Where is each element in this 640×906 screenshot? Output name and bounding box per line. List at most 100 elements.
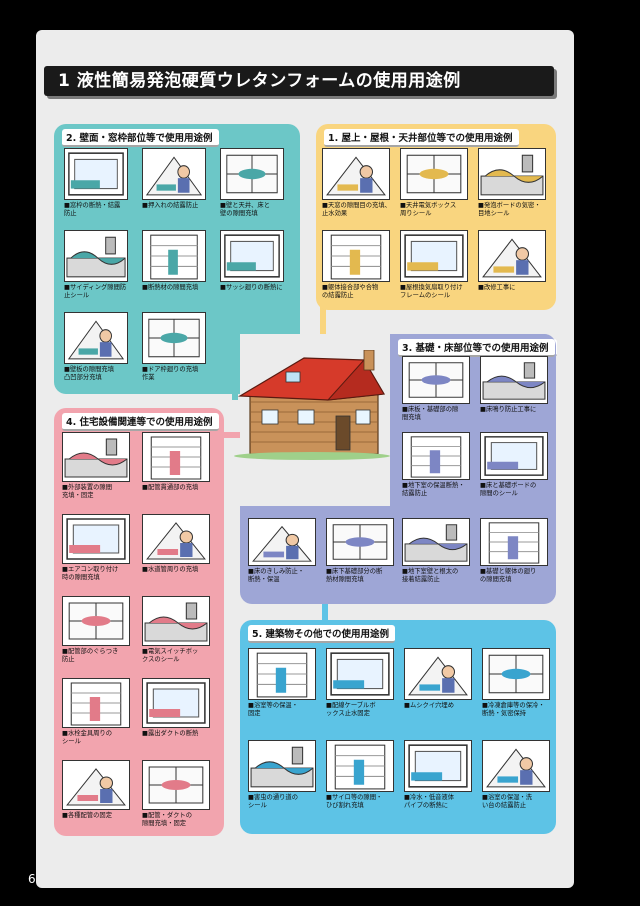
usage-example-roof-4: ■躯体接合部や合物 の結露防止 [322, 230, 390, 302]
usage-caption: ■エアコン取り付け 時の隙間充填 [62, 566, 119, 582]
usage-caption: ■害虫の通り道の シール [248, 794, 299, 810]
usage-illustration [400, 148, 468, 200]
usage-example-other-3: ■ムシクイ穴埋め [404, 648, 472, 720]
usage-example-other-4: ■冷凍倉庫等の保冷・ 断熱・気密保持 [482, 648, 550, 720]
usage-illustration [480, 432, 548, 480]
section-title: 5. 建築物その他での使用用途例 [248, 625, 396, 643]
usage-example-equipment-2: ■配管貫通部の充填 [142, 432, 210, 502]
usage-illustration [248, 518, 316, 566]
usage-caption: ■屋根換気扇取り付け フレームのシール [400, 284, 463, 300]
usage-caption: ■窓枠の断熱・結露 防止 [64, 202, 121, 218]
usage-caption: ■壁と天井、床と 壁の隙間充填 [220, 202, 271, 218]
usage-illustration [482, 648, 550, 700]
usage-illustration [326, 648, 394, 700]
usage-illustration [402, 356, 470, 404]
usage-caption: ■躯体接合部や合物 の結露防止 [322, 284, 379, 300]
usage-example-equipment-3: ■エアコン取り付け 時の隙間充填 [62, 514, 130, 584]
usage-caption: ■浴室等の保温・ 固定 [248, 702, 299, 718]
usage-illustration [142, 678, 210, 728]
usage-illustration [400, 230, 468, 282]
usage-illustration [326, 518, 394, 566]
usage-example-floor-1: ■床板・基礎部の隙 間充填 [402, 356, 470, 424]
usage-example-other-6: ■サイロ等の隙間・ ひび割れ充填 [326, 740, 394, 812]
usage-illustration [402, 432, 470, 480]
usage-caption: ■配管部のぐらつき 防止 [62, 648, 119, 664]
usage-illustration [62, 514, 130, 564]
usage-example-equipment-8: ■露出ダクトの断熱 [142, 678, 210, 748]
usage-example-equipment-6: ■電気スイッチボッ クスのシール [142, 596, 210, 666]
usage-illustration [322, 230, 390, 282]
usage-caption: ■地下室壁と根太の 接着結露防止 [402, 568, 459, 584]
usage-illustration [248, 740, 316, 792]
usage-example-floor-8: ■基礎と躯体の廻り の隙間充填 [480, 518, 548, 586]
usage-example-other-5: ■害虫の通り道の シール [248, 740, 316, 812]
usage-illustration [64, 148, 128, 200]
usage-illustration [64, 230, 128, 282]
usage-example-wall-4: ■サイディング隙間防 止シール [64, 230, 128, 302]
usage-caption: ■配線ケーブルボ ックス止水固定 [326, 702, 376, 718]
usage-example-other-2: ■配線ケーブルボ ックス止水固定 [326, 648, 394, 720]
usage-illustration [220, 230, 284, 282]
usage-caption: ■サッシ廻りの断熱に [220, 284, 283, 291]
usage-example-roof-5: ■屋根換気扇取り付け フレームのシール [400, 230, 468, 302]
usage-caption: ■壁板の隙間充填 凸凹部分充填 [64, 366, 115, 382]
page-number: 6 [28, 872, 36, 886]
usage-example-roof-3: ■発泡ボードの気密・ 目地シール [478, 148, 546, 220]
usage-illustration [142, 230, 206, 282]
usage-example-equipment-5: ■配管部のぐらつき 防止 [62, 596, 130, 666]
usage-illustration [404, 740, 472, 792]
usage-caption: ■床板・基礎部の隙 間充填 [402, 406, 459, 422]
usage-caption: ■冷凍倉庫等の保冷・ 断熱・気密保持 [482, 702, 545, 718]
usage-illustration [326, 740, 394, 792]
usage-caption: ■床と基礎ボードの 隙間のシール [480, 482, 537, 498]
usage-caption: ■押入れの結露防止 [142, 202, 199, 209]
usage-caption: ■天窓の隙間目の充填、 止水効果 [322, 202, 391, 218]
usage-caption: ■発泡ボードの気密・ 目地シール [478, 202, 541, 218]
usage-example-equipment-7: ■水栓金具周りの シール [62, 678, 130, 748]
usage-example-equipment-1: ■外部装置の隙間 充填・固定 [62, 432, 130, 502]
usage-illustration [142, 312, 206, 364]
usage-caption: ■床鳴り防止工事に [480, 406, 537, 413]
usage-illustration [248, 648, 316, 700]
usage-caption: ■浴室の保湿・洗 い台の結露防止 [482, 794, 533, 810]
usage-example-floor-2: ■床鳴り防止工事に [480, 356, 548, 424]
usage-illustration [62, 760, 130, 810]
usage-caption: ■天井電気ボックス 周りシール [400, 202, 457, 218]
usage-caption: ■電気スイッチボッ クスのシール [142, 648, 199, 664]
usage-illustration [64, 312, 128, 364]
usage-example-other-1: ■浴室等の保温・ 固定 [248, 648, 316, 720]
usage-example-floor-3: ■地下室の保温断熱・ 結露防止 [402, 432, 470, 500]
house-illustration [232, 349, 392, 460]
usage-example-equipment-9: ■各種配管の固定 [62, 760, 130, 830]
usage-caption: ■外部装置の隙間 充填・固定 [62, 484, 113, 500]
usage-example-floor-5: ■床のきしみ防止・ 断熱・保温 [248, 518, 316, 586]
usage-illustration [142, 432, 210, 482]
usage-example-equipment-4: ■水道管周りの充填 [142, 514, 210, 584]
usage-illustration [478, 230, 546, 282]
usage-illustration [62, 678, 130, 728]
usage-example-wall-8: ■ドア枠廻りの充填 作業 [142, 312, 206, 384]
connector-equipment [215, 432, 245, 438]
usage-example-wall-1: ■窓枠の断熱・結露 防止 [64, 148, 128, 220]
usage-caption: ■水道管周りの充填 [142, 566, 199, 573]
section-title: 1. 屋上・屋根・天井部位等での使用用途例 [324, 129, 519, 147]
usage-illustration [482, 740, 550, 792]
page-title: 1 液性簡易発泡硬質ウレタンフォームの使用用途例 [44, 66, 554, 96]
usage-caption: ■改修工事に [478, 284, 516, 291]
usage-example-wall-6: ■サッシ廻りの断熱に [220, 230, 284, 302]
usage-example-floor-7: ■地下室壁と根太の 接着結露防止 [402, 518, 470, 586]
usage-illustration [142, 596, 210, 646]
section-title: 4. 住宅設備関連等での使用用途例 [62, 413, 219, 431]
usage-caption: ■サイロ等の隙間・ ひび割れ充填 [326, 794, 383, 810]
usage-caption: ■断熱材の隙間充填 [142, 284, 199, 291]
usage-illustration [480, 518, 548, 566]
section-title: 2. 壁面・窓枠部位等で使用用途例 [62, 129, 219, 147]
usage-illustration [402, 518, 470, 566]
usage-caption: ■地下室の保温断熱・ 結露防止 [402, 482, 465, 498]
usage-caption: ■露出ダクトの断熱 [142, 730, 199, 737]
usage-caption: ■基礎と躯体の廻り の隙間充填 [480, 568, 537, 584]
usage-caption: ■サイディング隙間防 止シール [64, 284, 127, 300]
usage-illustration [142, 760, 210, 810]
usage-caption: ■水栓金具周りの シール [62, 730, 113, 746]
usage-illustration [322, 148, 390, 200]
